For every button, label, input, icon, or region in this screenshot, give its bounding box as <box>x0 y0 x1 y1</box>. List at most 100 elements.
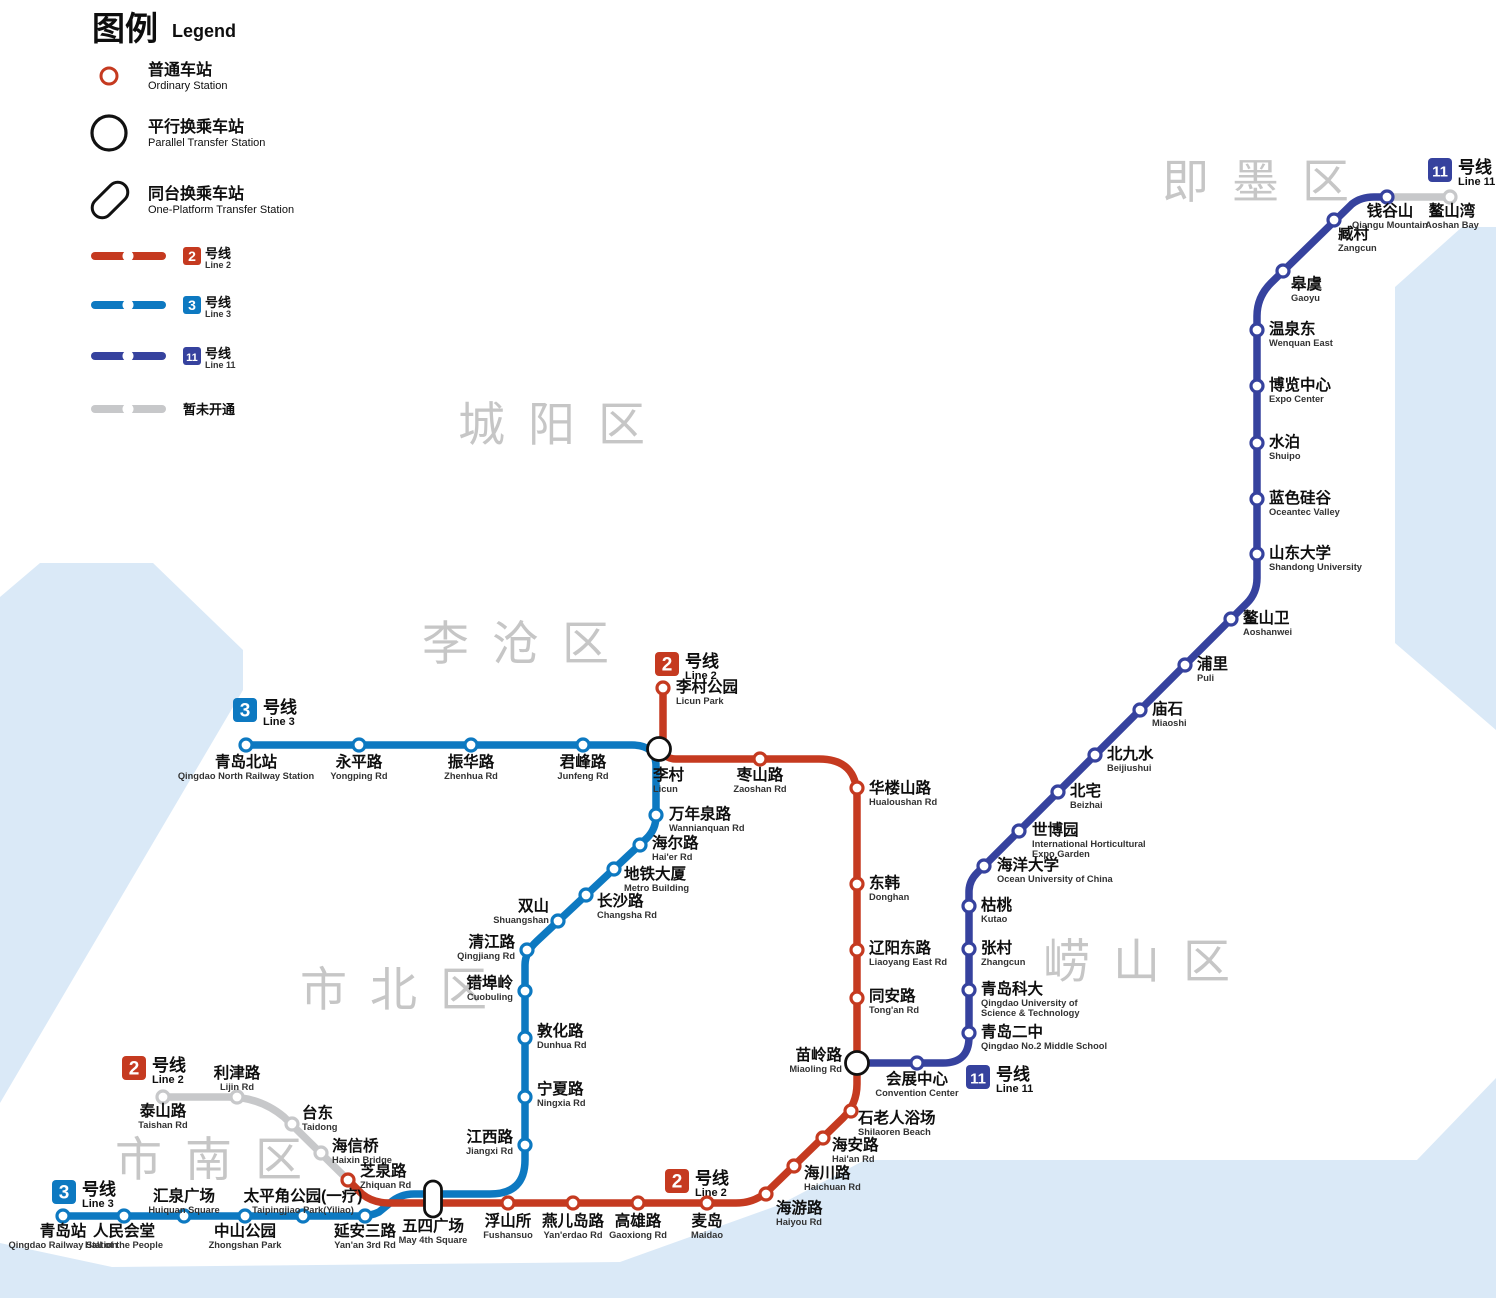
station-label-cn: 辽阳东路 <box>869 938 932 957</box>
legend-line-cn: 号线 <box>205 246 231 261</box>
station-label-cn: 永平路 <box>335 752 383 771</box>
station-label-cn: 李村 <box>652 765 685 784</box>
station-dot <box>238 737 254 753</box>
station-label-cn: 中山公园 <box>214 1221 276 1240</box>
station-dot <box>517 983 533 999</box>
line-badge-en: Line 3 <box>263 716 295 728</box>
station-label-en: Convention Center <box>875 1088 959 1098</box>
station-label-en: Taipingjiao Park(Yiliao) <box>252 1205 354 1215</box>
station-dot <box>1249 491 1265 507</box>
station-label-en: International Horticultural <box>1032 839 1146 849</box>
station-label-en: Metro Building <box>624 883 689 893</box>
station-dot <box>606 861 622 877</box>
station-dot <box>295 1208 311 1224</box>
station-label-cn: 延安三路 <box>333 1221 397 1240</box>
station-dot <box>1249 322 1265 338</box>
station-label-en: Expo Garden <box>1032 849 1090 859</box>
station-label-en: Zangcun <box>1338 243 1377 253</box>
station-label-en: Tong'an Rd <box>869 1005 919 1015</box>
station-dot <box>237 1208 253 1224</box>
station-dot <box>1379 189 1395 205</box>
station-label-cn: 青岛北站 <box>215 752 278 771</box>
station-label-en: Zhangcun <box>981 957 1026 967</box>
station-dot <box>630 1195 646 1211</box>
line-path-line2-closed-segment <box>160 1093 352 1184</box>
station-label-cn: 世博园 <box>1032 820 1079 839</box>
district-label: 城阳区 <box>458 398 668 451</box>
station-label-cn: 苗岭路 <box>795 1045 842 1064</box>
station-label-en: Miaoling Rd <box>789 1064 842 1074</box>
station-dot <box>909 1055 925 1071</box>
station-label-cn: 浮山所 <box>485 1211 532 1230</box>
legend-symbol-cn: 同台换乘车站 <box>148 184 244 203</box>
station-label-cn: 鳌山湾 <box>1429 201 1476 220</box>
line-path-line11 <box>853 193 1391 1067</box>
station-label-en: Fushansuo <box>483 1230 533 1240</box>
station-label-cn: 万年泉路 <box>668 804 732 823</box>
line-badge-box <box>655 652 679 676</box>
station-label-en: Haixin Bridge <box>332 1155 392 1165</box>
station-label-cn: 敦化路 <box>537 1021 584 1040</box>
station-dot <box>849 780 865 796</box>
station-label-en: Hall of the People <box>85 1240 163 1250</box>
station-dot <box>1132 702 1148 718</box>
station-dot <box>843 1103 859 1119</box>
station-dot <box>1249 546 1265 562</box>
station-label-en: Licun <box>653 784 678 794</box>
station-dot <box>758 1186 774 1202</box>
line-badge-en: Line 2 <box>695 1187 727 1199</box>
station-label-cn: 青岛二中 <box>981 1022 1043 1041</box>
station-dot-transfer <box>844 1050 870 1076</box>
station-label-cn: 燕儿岛路 <box>542 1211 605 1230</box>
station-label-en: Gaoxiong Rd <box>609 1230 667 1240</box>
station-dot <box>500 1195 516 1211</box>
station-label-en: Cuobuling <box>467 992 513 1002</box>
line-badge-en: Line 3 <box>82 1198 114 1210</box>
station-label-cn: 长沙路 <box>597 891 644 910</box>
station-dot <box>961 982 977 998</box>
station-label-cn: 芝泉路 <box>360 1161 407 1180</box>
station-label-cn: 蓝色硅谷 <box>1269 488 1332 507</box>
line-badge-box <box>1428 158 1452 182</box>
station-label-en: Shuangshan <box>493 915 549 925</box>
station-label-cn: 宁夏路 <box>537 1079 584 1098</box>
station-label-en: Licun Park <box>676 696 724 706</box>
line-badge-cn: 号线 <box>152 1055 186 1075</box>
station-label-en: Qingdao No.2 Middle School <box>981 1041 1107 1051</box>
station-label-cn: 利津路 <box>214 1063 261 1082</box>
station-dot <box>1249 378 1265 394</box>
station-dot <box>517 1030 533 1046</box>
station-label-en: Aoshan Bay <box>1425 220 1480 230</box>
line-badge-cn: 号线 <box>695 1168 729 1188</box>
station-dot <box>1223 611 1239 627</box>
station-dot <box>1249 435 1265 451</box>
station-label-cn: 李村公园 <box>675 677 738 696</box>
legend-line-dot <box>122 299 134 311</box>
station-dot <box>517 1089 533 1105</box>
station-label-en: Zaoshan Rd <box>733 784 787 794</box>
station-dot <box>284 1116 300 1132</box>
line-badge-cn: 号线 <box>685 651 719 671</box>
station-label-en: Yan'erdao Rd <box>543 1230 602 1240</box>
station-label-en: Yan'an 3rd Rd <box>334 1240 396 1250</box>
line-badge-number: 2 <box>672 1172 683 1193</box>
